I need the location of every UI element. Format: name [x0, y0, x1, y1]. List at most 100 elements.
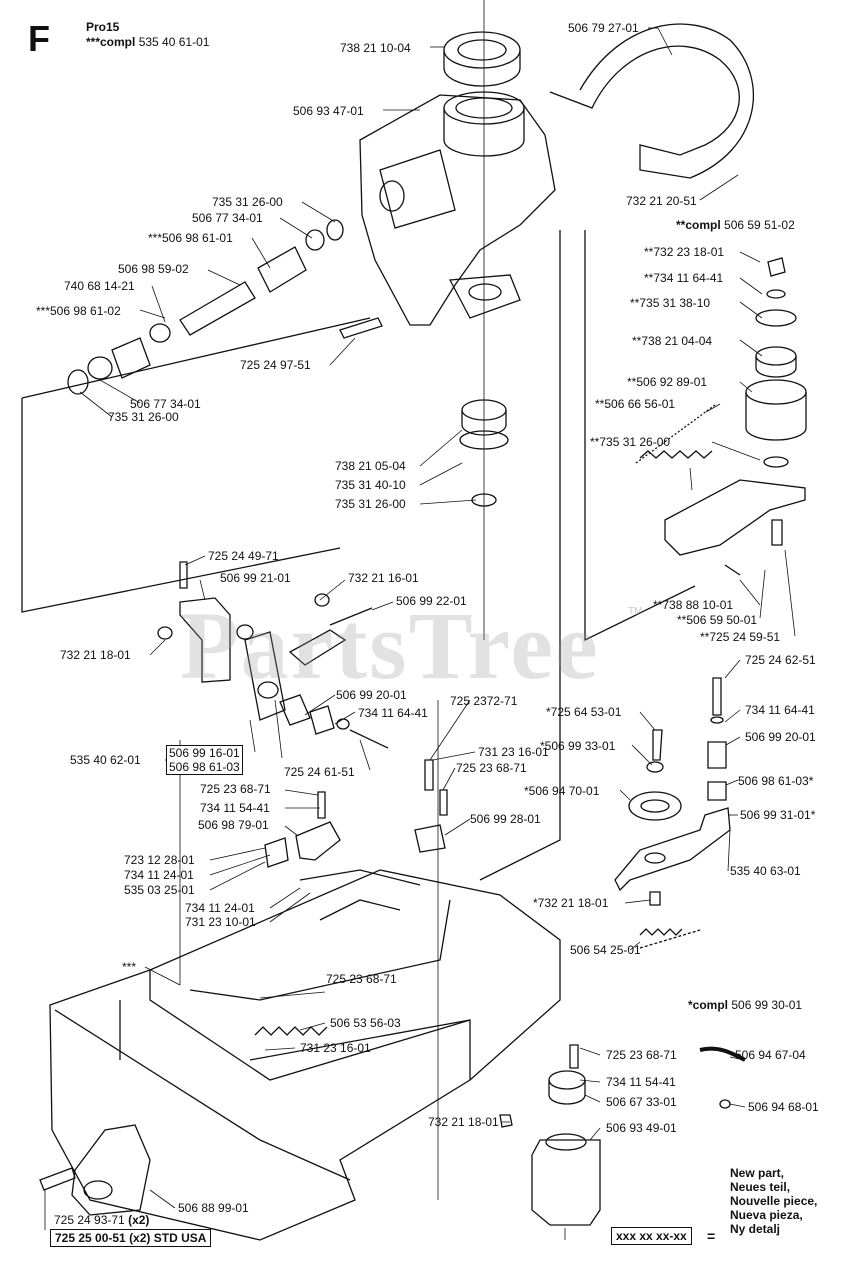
subassembly-label: **compl 506 59 51-02 — [676, 218, 795, 232]
part-label: 735 31 40-10 — [335, 478, 406, 492]
part-label: 506 98 61-03 — [169, 760, 240, 774]
part-label: *** — [122, 960, 137, 974]
part-label: *732 21 18-01 — [533, 896, 609, 910]
bracket-assembly — [157, 561, 389, 749]
part-label: *506 99 33-01 — [540, 739, 616, 753]
part-label: 738 21 05-04 — [335, 459, 406, 473]
model-name: Pro15 — [86, 20, 120, 34]
strap-506-79-27-01 — [549, 23, 755, 179]
spring-506-53-56-03 — [254, 1026, 328, 1036]
legend-line: Nouvelle piece, — [730, 1194, 818, 1208]
quantity: (x2) — [128, 1213, 150, 1227]
shaft-assembly — [67, 219, 383, 395]
part-label: 734 11 64-41 — [358, 706, 428, 720]
part-label: 725 24 61-51 — [284, 765, 355, 779]
part-label: 506 94 68-01 — [748, 1100, 819, 1114]
legend-text: New part, Neues teil, Nouvelle piece, Nu… — [730, 1166, 817, 1236]
part-label: 725 24 97-51 — [240, 358, 311, 372]
part-label: 506 53 56-03 — [330, 1016, 401, 1030]
part-label: *725 64 53-01 — [546, 705, 622, 719]
part-label: 506 77 34-01 — [192, 211, 263, 225]
subassembly-label: *compl 506 99 30-01 — [688, 998, 802, 1012]
assembly-guide-line — [584, 230, 696, 642]
base-frame-506-88 — [49, 869, 561, 1241]
part-label: 535 03 25-01 — [124, 883, 195, 897]
reservoir-506-93-49-01 — [531, 1044, 601, 1226]
part-label: 734 11 64-41 — [745, 703, 815, 717]
part-label: 506 99 22-01 — [396, 594, 467, 608]
part-label: 734 11 54-41 — [606, 1075, 676, 1089]
legend-line: Neues teil, — [730, 1180, 791, 1194]
part-label: 734 11 54-41 — [200, 801, 270, 815]
watermark-tm: TM — [628, 606, 643, 617]
part-label: 506 98 79-01 — [198, 818, 269, 832]
part-label: 735 31 26-00 — [212, 195, 283, 209]
section-letter: F — [28, 18, 50, 59]
part-label: 506 98 61-03* — [738, 774, 814, 788]
part-label: 731 23 16-01 — [300, 1041, 371, 1055]
part-label: 731 23 16-01 — [478, 745, 549, 759]
nut-732-21-18-01 — [499, 1114, 513, 1128]
part-label: 735 31 26-00 — [108, 410, 179, 424]
part-label: 506 98 59-02 — [118, 262, 189, 276]
part-label: 506 99 16-01 — [169, 746, 240, 760]
part-label: 506 99 20-01 — [336, 688, 407, 702]
spring-506-66-56-01 — [639, 450, 713, 459]
subassembly-box: 506 99 16-01 506 98 61-03 — [166, 745, 243, 775]
std-usa-box: 725 25 00-51 (x2) STD USA — [50, 1229, 212, 1247]
part-label: 734 11 24-01 — [185, 901, 255, 915]
part-label: 506 94 67-04 — [735, 1048, 806, 1062]
complete-assembly-number: ***compl 535 40 61-01 — [86, 35, 209, 49]
part-label: **506 92 89-01 — [627, 375, 708, 389]
watermark: PartsTree — [180, 592, 600, 699]
part-label: 506 99 20-01 — [745, 730, 816, 744]
assembly-guide-line — [479, 230, 561, 881]
part-label: 725 24 49-71 — [208, 549, 279, 563]
compl-prefix: ***compl — [86, 35, 136, 49]
part-label: 732 21 18-01 — [428, 1115, 499, 1129]
assembly-guide-line — [21, 317, 371, 399]
part-label: 506 88 99-01 — [178, 1201, 249, 1215]
part-label: **725 24 59-51 — [700, 630, 781, 644]
part-label: 506 77 34-01 — [130, 397, 201, 411]
part-label: 740 68 14-21 — [64, 279, 135, 293]
part-label: 732 21 18-01 — [60, 648, 131, 662]
part-label: 725 23 68-71 — [606, 1048, 677, 1062]
bracket-parts-center — [264, 759, 448, 868]
compl-number: 535 40 61-01 — [138, 35, 210, 49]
legend-line: Ny detalj — [730, 1222, 781, 1236]
part-label: 506 99 21-01 — [220, 571, 291, 585]
legend-line: Nueva pieza, — [730, 1208, 803, 1222]
clamp-506-94-68-01 — [719, 1099, 731, 1109]
bearing-738-21-10-04 — [443, 31, 521, 87]
part-label: ***506 98 61-02 — [36, 304, 121, 318]
housing-506-93-47-01 — [359, 91, 556, 326]
hose-506-94-67-04 — [699, 1046, 746, 1062]
bracket-506-88-99-01 — [39, 1124, 151, 1216]
part-label: 725 23 68-71 — [200, 782, 271, 796]
part-label: 506 67 33-01 — [606, 1095, 677, 1109]
part-label: 725 24 62-51 — [745, 653, 816, 667]
part-label: 506 99 28-01 — [470, 812, 541, 826]
legend-equals: = — [707, 1228, 716, 1244]
part-number: 725 24 93-71 — [54, 1213, 125, 1227]
legend-line: New part, — [730, 1166, 785, 1180]
part-label: 506 79 27-01 — [568, 21, 639, 35]
part-label: 725 24 93-71 (x2) — [54, 1213, 149, 1227]
part-label: **732 23 18-01 — [644, 245, 725, 259]
part-label: 506 93 49-01 — [606, 1121, 677, 1135]
part-label: **738 21 04-04 — [632, 334, 713, 348]
part-label: 725 23 68-71 — [326, 972, 397, 986]
part-label: 732 21 16-01 — [348, 571, 419, 585]
part-label: 723 12 28-01 — [124, 853, 195, 867]
part-label: *506 94 70-01 — [524, 784, 600, 798]
part-label: 506 99 31-01* — [740, 808, 816, 822]
pulley-assembly — [614, 677, 731, 949]
part-label: 731 23 10-01 — [185, 915, 256, 929]
part-label: 734 11 24-01 — [124, 868, 194, 882]
part-label: 506 93 47-01 — [293, 104, 364, 118]
part-label: 535 40 62-01 — [70, 753, 141, 767]
compl-number: 506 59 51-02 — [724, 218, 795, 232]
part-label: 535 40 63-01 — [730, 864, 801, 878]
